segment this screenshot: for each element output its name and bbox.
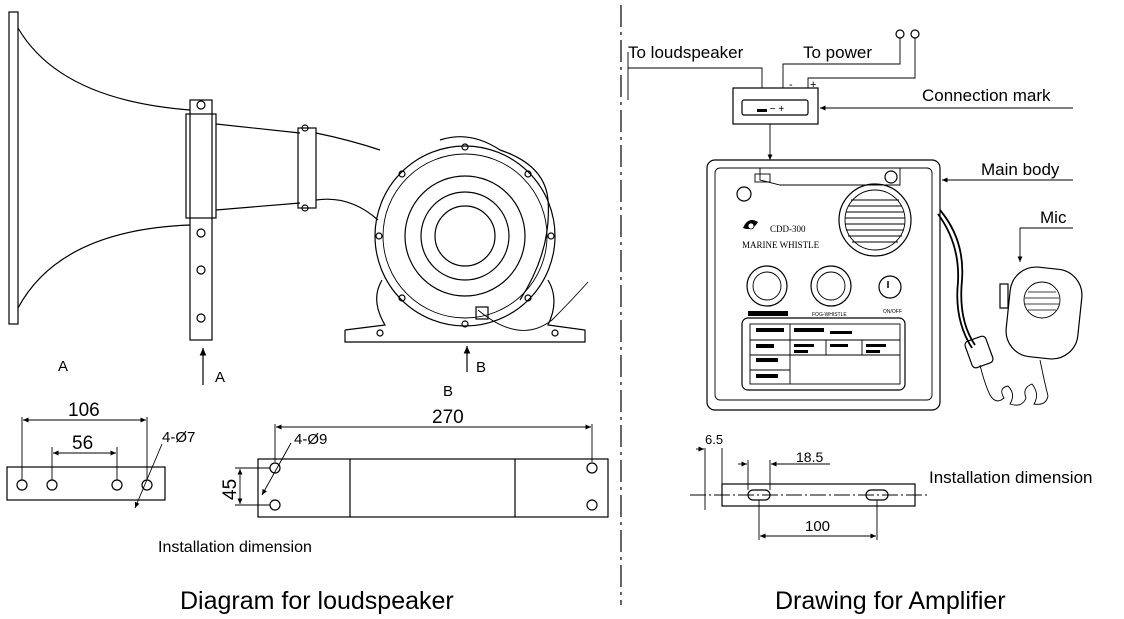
- power-terminal-minus: [895, 29, 905, 39]
- microphone: [937, 209, 1083, 406]
- on-off-switch: [878, 275, 902, 299]
- model-text: CDD-300: [770, 224, 806, 234]
- terminal-text: ▬ − +: [757, 104, 784, 115]
- amplifier-wiring: [627, 29, 1073, 262]
- dim-270: 270: [432, 407, 464, 428]
- knob-caption: FOG-WHISTLE: [812, 312, 847, 318]
- to-loudspeaker-label: To loudspeaker: [628, 43, 744, 62]
- horn-flange: [8, 11, 19, 325]
- horn-lower-curve: [17, 224, 191, 309]
- dim-45: 45: [220, 479, 241, 500]
- dim-56: 56: [72, 433, 93, 454]
- power-plus-sign: +: [810, 79, 816, 91]
- mic-label: Mic: [1040, 208, 1067, 227]
- terminal-box: [732, 87, 819, 125]
- bracket-a-plate: [6, 417, 166, 509]
- dim-4-d7: 4-Ø7: [162, 429, 195, 446]
- horn-upper-curve: [17, 27, 191, 111]
- amplifier-mount-plate: [690, 446, 930, 540]
- amplifier-main-body: [706, 159, 941, 411]
- power-minus-sign: -: [789, 79, 793, 91]
- dim-18-5: 18.5: [796, 449, 823, 465]
- onoff-text: ON/OFF: [883, 309, 902, 315]
- driver-housing: [374, 145, 556, 327]
- horn-coupler: [297, 127, 317, 209]
- view-label-a-left: A: [58, 358, 68, 375]
- loudspeaker-install-label: Installation dimension: [158, 539, 312, 556]
- mounting-bracket: [189, 99, 213, 341]
- to-power-label: To power: [803, 43, 872, 62]
- bracket-clamp: [185, 113, 217, 219]
- power-terminal-plus: [910, 29, 920, 39]
- nameplate: [741, 317, 906, 391]
- main-body-label: Main body: [981, 160, 1060, 179]
- view-label-b-arrow: B: [476, 359, 486, 376]
- amplifier-install-label: Installation dimension: [929, 468, 1092, 487]
- speaker-grille: [838, 183, 912, 257]
- marine-whistle-text: MARINE WHISTLE: [742, 240, 820, 250]
- loudspeaker-caption: Diagram for loudspeaker: [180, 587, 454, 615]
- dim-6-5: 6.5: [705, 432, 723, 447]
- dim-106: 106: [68, 400, 100, 421]
- loudspeaker-side-view: [8, 11, 589, 385]
- base-b-plate: [235, 424, 609, 518]
- view-label-a-arrow: A: [215, 369, 225, 386]
- dim-4-d9: 4-Ø9: [294, 431, 327, 448]
- connection-mark-label: Connection mark: [922, 86, 1051, 105]
- view-label-b-below: B: [443, 383, 453, 400]
- volume-knob: [810, 265, 852, 307]
- fog-whistle-knob: [746, 265, 788, 307]
- amplifier-caption: Drawing for Amplifier: [775, 587, 1006, 615]
- dim-100: 100: [805, 518, 830, 535]
